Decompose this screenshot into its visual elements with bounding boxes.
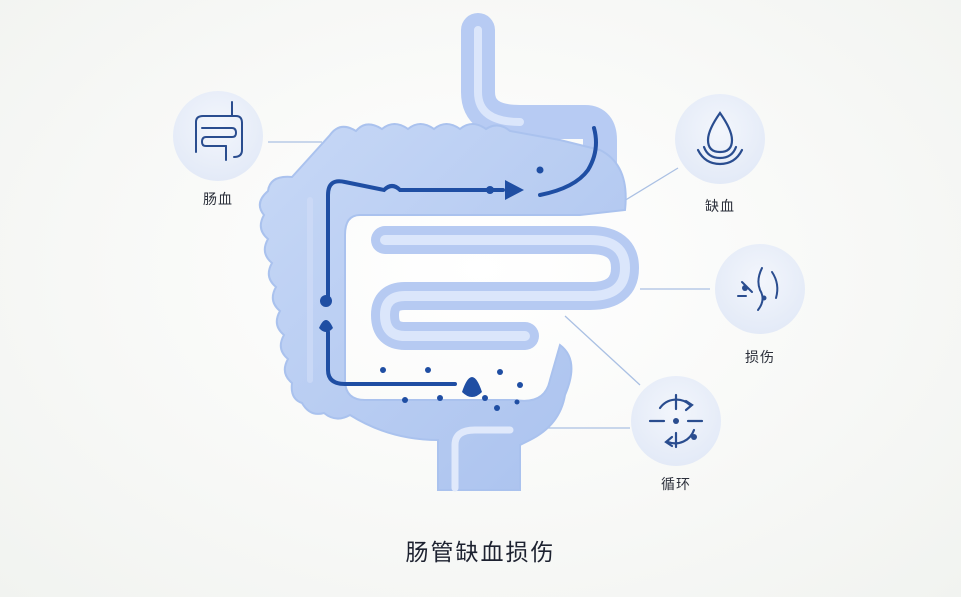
injury-icon xyxy=(715,244,805,334)
blood-dots xyxy=(380,367,523,411)
blood-flow-line xyxy=(326,126,598,386)
drop-icon xyxy=(675,94,765,184)
label-intestinal-blood: 肠血 xyxy=(203,192,233,208)
intestine-body xyxy=(258,13,640,492)
diagram-title: 肠管缺血损伤 xyxy=(405,540,556,566)
label-injury: 损伤 xyxy=(745,350,775,366)
circulation-icon xyxy=(631,376,721,466)
label-circulation: 循环 xyxy=(661,477,691,493)
intestine-icon xyxy=(173,91,263,181)
flow-arrows xyxy=(319,166,544,397)
label-ischemia: 缺血 xyxy=(705,199,735,215)
